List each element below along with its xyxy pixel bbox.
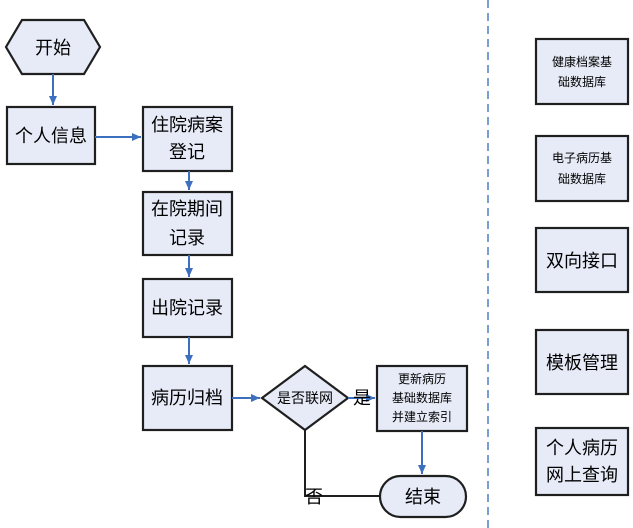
two-way-interface-label: 双向接口 — [546, 251, 618, 272]
health-records-line2: 础数据库 — [558, 74, 606, 89]
end-label: 结束 — [405, 487, 441, 508]
end-node: 结束 — [378, 474, 468, 519]
admission-label-line1: 住院病案 — [151, 115, 223, 136]
start-node: 开始 — [4, 18, 102, 76]
online-query-line1: 个人病历 — [546, 438, 618, 459]
decision-label: 是否联网 — [277, 391, 333, 407]
discharge-record-node: 出院记录 — [141, 277, 234, 339]
personal-info-label: 个人信息 — [15, 126, 87, 147]
module-health-records: 健康档案基 础数据库 — [534, 37, 630, 106]
update-label-line3: 并建立索引 — [392, 409, 452, 424]
update-database-node: 更新病历 基础数据库 并建立索引 — [375, 364, 469, 433]
no-branch-line — [304, 430, 380, 497]
update-label-line1: 更新病历 — [398, 371, 446, 386]
module-emr-database: 电子病历基 础数据库 — [534, 134, 630, 203]
module-template-management: 模板管理 — [534, 328, 630, 396]
archive-node: 病历归档 — [141, 364, 234, 432]
emr-line2: 础数据库 — [558, 171, 606, 186]
personal-info-node: 个人信息 — [5, 105, 97, 166]
inpatient-label-line2: 记录 — [169, 228, 205, 249]
no-label: 否 — [305, 487, 323, 508]
module-two-way-interface: 双向接口 — [534, 226, 630, 294]
discharge-label: 出院记录 — [151, 298, 223, 319]
admission-label-line2: 登记 — [169, 142, 205, 163]
module-online-record-query: 个人病历 网上查询 — [534, 426, 630, 497]
health-records-line1: 健康档案基 — [552, 54, 612, 69]
start-label: 开始 — [35, 38, 71, 59]
template-mgmt-label: 模板管理 — [546, 353, 618, 374]
update-label-line2: 基础数据库 — [392, 390, 452, 405]
inpatient-label-line1: 在院期间 — [151, 199, 223, 220]
emr-line1: 电子病历基 — [552, 150, 612, 165]
archive-label: 病历归档 — [151, 388, 223, 409]
inpatient-record-node: 在院期间 记录 — [141, 190, 234, 257]
admission-registration-node: 住院病案 登记 — [141, 105, 234, 173]
network-decision-node: 是否联网 — [260, 364, 350, 432]
online-query-line2: 网上查询 — [546, 465, 618, 486]
yes-label: 是 — [353, 388, 371, 409]
